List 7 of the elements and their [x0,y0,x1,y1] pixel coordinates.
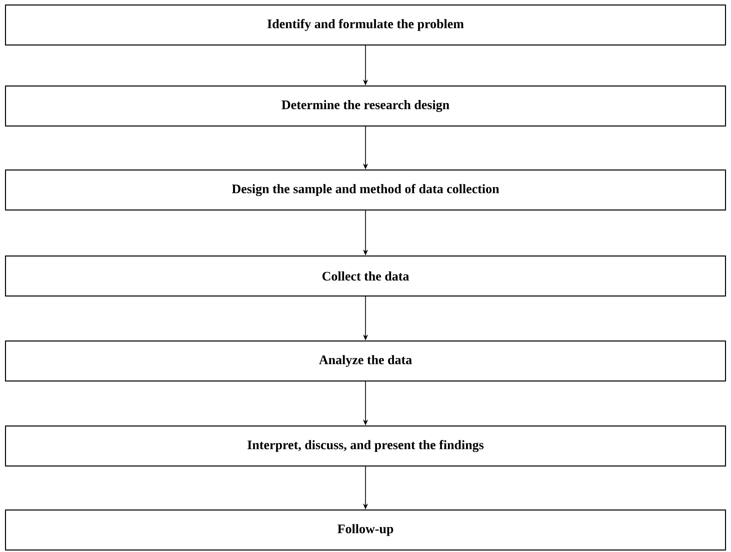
process-box: Design the sample and method of data collection [5,170,726,210]
process-box: Determine the research design [5,86,726,126]
process-box: Interpret, discuss, and present the findings [5,426,726,466]
process-box: Follow-up [5,510,726,550]
process-box: Analyze the data [5,340,726,382]
process-box: Identify and formulate the problem [5,4,726,46]
process-box: Collect the data [5,256,726,296]
